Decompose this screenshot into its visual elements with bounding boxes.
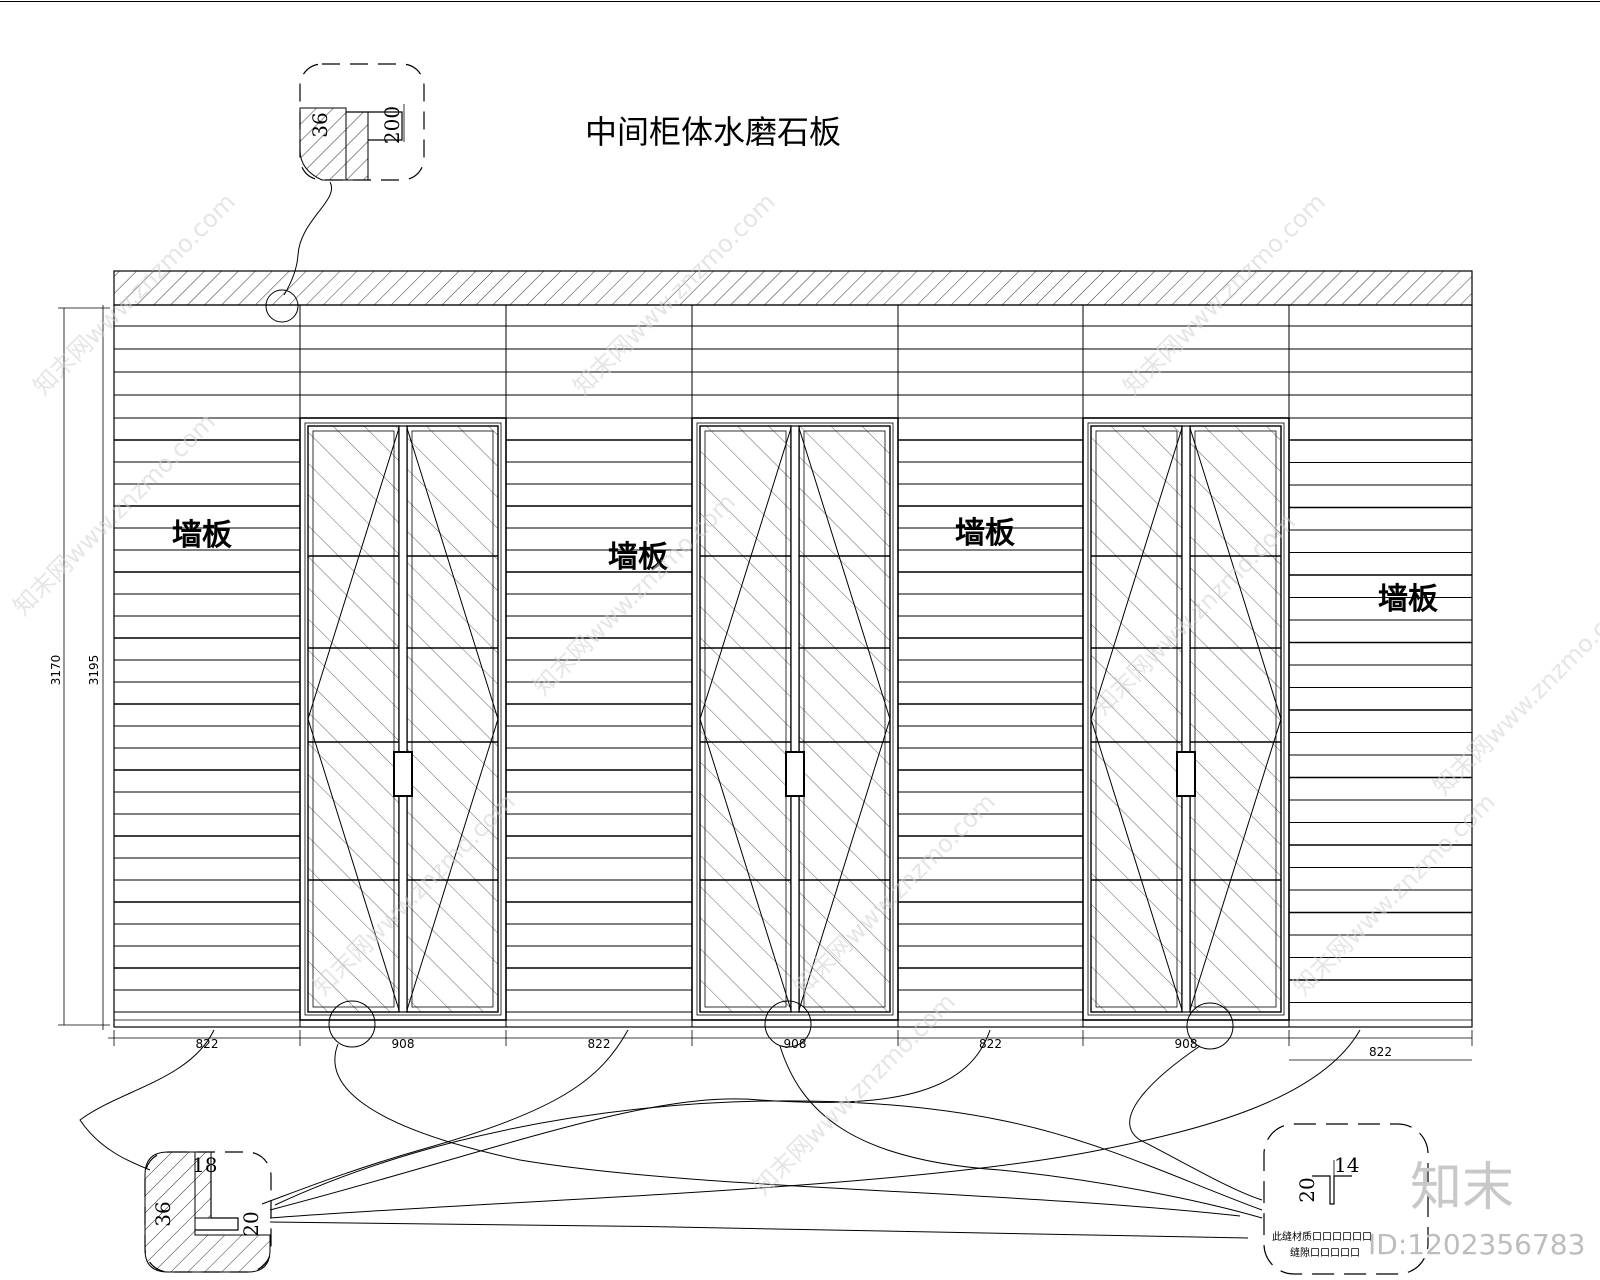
detail-bl-dim-b: 36 (151, 1201, 175, 1226)
horizontal-dimensions: 822 908 822 908 822 908 822 (108, 1030, 1473, 1061)
vertical-dimensions (58, 305, 110, 1030)
glass-cabinets (299, 417, 1290, 1021)
leader-lines (79, 1000, 1361, 1239)
dim-height-inner: 3195 (87, 655, 101, 686)
cabinet-handle[interactable] (1176, 751, 1196, 797)
top-beam (113, 270, 1473, 306)
id-watermark: ID:1202356783 (1368, 1228, 1585, 1261)
cabinet-door[interactable] (1090, 425, 1183, 1013)
detail-bl-dim-c: 20 (239, 1211, 263, 1236)
detail-br-dim-a: 14 (1334, 1153, 1359, 1177)
dim-bay-7: 822 (1369, 1045, 1392, 1059)
detail-br-note-1: 此缝材质口口口口口口 (1272, 1230, 1372, 1243)
cabinet-door[interactable] (798, 425, 891, 1013)
detail-top: 36 200 (265, 63, 425, 323)
cabinet-handle[interactable] (785, 751, 805, 797)
watermark-text: 知末网www.znzmo.com (1288, 788, 1501, 1001)
dim-bay-5: 822 (979, 1037, 1002, 1051)
cabinet-door[interactable] (307, 425, 400, 1013)
detail-bottom-left: 18 36 20 (144, 1151, 272, 1273)
drawing-title: 中间柜体水磨石板 (585, 113, 841, 151)
detail-br-dim-b: 20 (1295, 1177, 1319, 1202)
cabinet-door[interactable] (1189, 425, 1282, 1013)
panel-label-2: 墙板 (608, 540, 668, 575)
dim-bay-6: 908 (1175, 1037, 1198, 1051)
dim-bay-3: 822 (588, 1037, 611, 1051)
cabinet-1 (299, 417, 507, 1021)
cabinet-handle[interactable] (393, 751, 413, 797)
detail-br-note-2: 缝隙口口口口口 (1290, 1246, 1360, 1259)
brand-watermark: 知末 (1410, 1158, 1514, 1218)
detail-top-dim-a: 36 (308, 112, 332, 137)
panel-label-4: 墙板 (1378, 582, 1438, 617)
detail-top-dim-b: 200 (380, 106, 404, 144)
dim-height-total: 3170 (49, 655, 63, 686)
panel-label-1: 墙板 (172, 518, 232, 553)
cabinet-3 (1082, 417, 1290, 1021)
cabinet-door[interactable] (406, 425, 499, 1013)
detail-bottom-right: 14 20 此缝材质口口口口口口 缝隙口口口口口 (1263, 1123, 1429, 1275)
panel-label-3: 墙板 (955, 516, 1015, 551)
cabinet-2 (691, 417, 899, 1021)
dim-bay-4: 908 (784, 1037, 807, 1051)
detail-bl-dim-a: 18 (192, 1153, 217, 1177)
dim-bay-1: 822 (196, 1037, 219, 1051)
cabinet-door[interactable] (699, 425, 792, 1013)
dim-bay-2: 908 (392, 1037, 415, 1051)
